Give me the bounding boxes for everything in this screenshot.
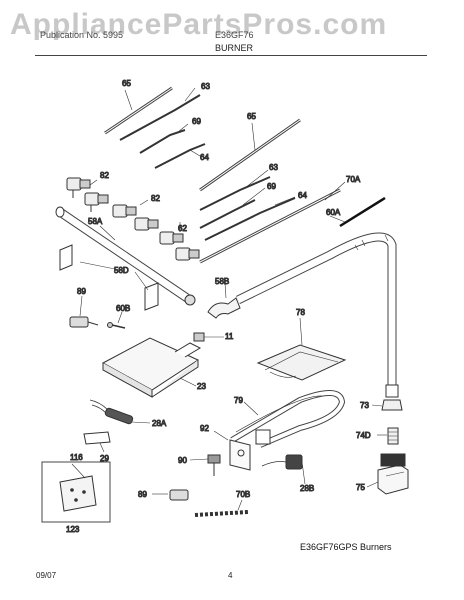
part-82-valve-3[interactable] <box>112 199 149 218</box>
part-82-valve-2[interactable] <box>84 192 109 212</box>
label-63: 63 <box>201 82 210 91</box>
label-58b: 58B <box>215 277 229 286</box>
label-65: 65 <box>122 79 131 88</box>
page-header: AppliancePartsPros.com Publication No. 5… <box>0 0 464 62</box>
label-63: 63 <box>269 163 278 172</box>
part-29-bracket[interactable] <box>83 431 111 453</box>
page-number: 4 <box>228 571 233 580</box>
part-58d-bracket[interactable] <box>59 244 159 311</box>
part-123-control-box[interactable] <box>41 461 111 523</box>
label-70b: 70B <box>236 490 250 499</box>
part-74d-fitting[interactable] <box>377 427 399 445</box>
label-62: 62 <box>178 224 187 233</box>
label-60a: 60A <box>326 208 341 217</box>
label-74d: 74D <box>356 431 371 440</box>
part-82-valve-1[interactable] <box>66 177 98 198</box>
part-65-tube-lower[interactable] <box>199 118 301 192</box>
part-28b-igniter[interactable] <box>261 454 306 485</box>
part-62-valve-2[interactable] <box>175 247 200 261</box>
part-90-valve[interactable] <box>189 454 221 476</box>
footer-date: 09/07 <box>36 571 57 580</box>
label-64: 64 <box>200 153 209 162</box>
label-75: 75 <box>356 483 365 492</box>
publication-number: Publication No. 5995 <box>40 30 124 40</box>
part-79-broil-burner[interactable] <box>230 390 346 448</box>
label-69: 69 <box>267 182 276 191</box>
part-73-fitting[interactable] <box>371 399 403 411</box>
diagram-caption: E36GF76GPS Burners <box>300 542 392 552</box>
part-70a-tube[interactable] <box>199 181 346 264</box>
label-70a: 70A <box>346 175 361 184</box>
header-rule <box>35 55 427 56</box>
label-58a: 58A <box>88 217 103 226</box>
part-11-orifice[interactable] <box>193 332 224 342</box>
part-78-burner-plate[interactable] <box>256 317 347 381</box>
section-title: BURNER <box>215 43 254 53</box>
label-82: 82 <box>151 194 160 203</box>
part-82-valve-4[interactable] <box>134 217 159 231</box>
part-89-switch[interactable] <box>69 295 99 328</box>
label-28a: 28A <box>152 419 167 428</box>
part-92-bracket[interactable] <box>213 430 251 471</box>
part-63-tube-lower[interactable] <box>199 169 271 211</box>
part-60b-screw[interactable] <box>107 311 126 329</box>
label-11: 11 <box>225 332 234 341</box>
label-60b: 60B <box>116 304 130 313</box>
label-92: 92 <box>200 424 209 433</box>
part-58a-manifold[interactable] <box>55 206 196 306</box>
label-116: 116 <box>70 453 83 462</box>
part-70a-gas-pipe[interactable] <box>236 232 399 398</box>
part-70b-flex-line[interactable] <box>194 499 249 517</box>
model-number: E36GF76 <box>215 30 254 40</box>
label-78: 78 <box>296 308 305 317</box>
label-28b: 28B <box>300 484 314 493</box>
label-82: 82 <box>100 171 109 180</box>
part-23-burner-box[interactable] <box>101 337 202 398</box>
label-90: 90 <box>178 456 187 465</box>
part-28a-igniter[interactable] <box>89 399 151 425</box>
part-69-tube-upper[interactable] <box>139 123 189 154</box>
part-65-tube-upper[interactable] <box>104 86 173 135</box>
part-64-tube-upper[interactable] <box>154 143 206 169</box>
part-63-tube-upper[interactable] <box>119 87 201 141</box>
part-69-tube-lower[interactable] <box>199 187 266 229</box>
part-58b-elbow[interactable] <box>207 282 241 319</box>
part-60a-rod[interactable] <box>329 196 386 228</box>
label-79: 79 <box>234 396 243 405</box>
label-65: 65 <box>247 112 256 121</box>
part-64-tube-lower[interactable] <box>204 196 296 241</box>
label-58d: 58D <box>114 266 129 275</box>
label-64: 64 <box>298 191 307 200</box>
label-89: 89 <box>138 490 147 499</box>
label-123: 123 <box>66 525 80 534</box>
label-29: 29 <box>100 454 109 463</box>
label-69: 69 <box>192 117 201 126</box>
part-89-switch-lower[interactable] <box>152 489 189 501</box>
part-75-pressure-regulator[interactable] <box>366 453 409 495</box>
label-89: 89 <box>77 287 86 296</box>
part-62-valve-1[interactable] <box>159 222 184 245</box>
label-23: 23 <box>197 382 206 391</box>
label-73: 73 <box>360 401 369 410</box>
watermark: AppliancePartsPros.com <box>10 8 388 41</box>
